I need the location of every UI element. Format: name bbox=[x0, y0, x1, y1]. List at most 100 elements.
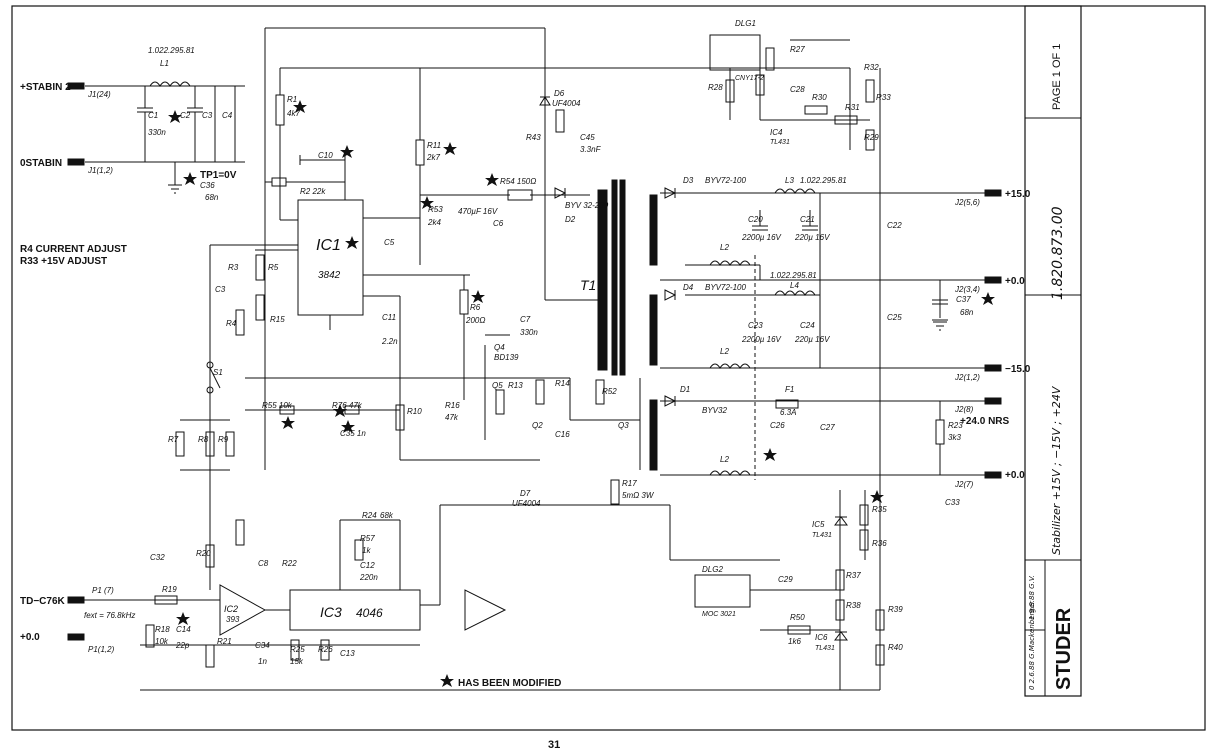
plus0b-label: +0.0 bbox=[1005, 470, 1025, 481]
ic4-label: IC4 bbox=[770, 128, 783, 137]
l2-label-2: L2 bbox=[720, 347, 729, 356]
r15-label: R15 bbox=[270, 315, 285, 324]
p1-12-label: P1(1,2) bbox=[88, 645, 115, 654]
d1-part: BYV32 bbox=[702, 406, 727, 415]
r2-label: R2 22k bbox=[300, 187, 326, 196]
c24-label: C24 bbox=[800, 321, 815, 330]
r23-label: R23 bbox=[948, 421, 963, 430]
zero-input-label: +0.0 bbox=[20, 632, 40, 643]
tp1-label: TP1=0V bbox=[200, 170, 237, 181]
r18-value: 10k bbox=[155, 637, 169, 646]
c16-label: C16 bbox=[555, 430, 570, 439]
r43-resistor bbox=[555, 109, 565, 133]
c24-value: 220µ 16V bbox=[794, 335, 830, 344]
r6-value: 200Ω bbox=[465, 316, 485, 325]
r43-label: R43 bbox=[526, 133, 541, 142]
r27-resistor bbox=[765, 47, 775, 71]
r17-value: 5mΩ 3W bbox=[622, 491, 655, 500]
p1-7-pin bbox=[67, 596, 85, 604]
d4-diode bbox=[664, 289, 677, 301]
r40-label: R40 bbox=[888, 643, 903, 652]
d1-label: D1 bbox=[680, 385, 690, 394]
dlg1-optocoupler bbox=[709, 34, 761, 71]
c37-value: 68n bbox=[960, 308, 974, 317]
c14-label: C14 bbox=[176, 625, 191, 634]
ic5-regulator bbox=[834, 516, 848, 526]
d3-diode bbox=[664, 187, 677, 199]
c11-value: 2.2n bbox=[381, 337, 398, 346]
c27-label: C27 bbox=[820, 423, 835, 432]
ic2-comparator bbox=[219, 584, 267, 636]
d1-diode bbox=[664, 395, 677, 407]
l3-label: L3 bbox=[785, 176, 794, 185]
p1-7-label: P1 (7) bbox=[92, 586, 114, 595]
r27-label: R27 bbox=[790, 45, 805, 54]
r57-label: R57 bbox=[360, 534, 375, 543]
plus15-label: +15.0 bbox=[1005, 189, 1031, 200]
r11-label: R11 bbox=[427, 141, 441, 150]
r20-label: R20 bbox=[196, 549, 211, 558]
r50-resistor bbox=[787, 625, 811, 635]
r4-resistor bbox=[235, 309, 245, 336]
r2-resistor bbox=[271, 177, 287, 187]
j1-24-label: J1(24) bbox=[87, 90, 111, 99]
c29-label: C29 bbox=[778, 575, 793, 584]
page-number: 31 bbox=[548, 739, 560, 751]
ground-symbol bbox=[168, 184, 182, 194]
r36-label: R36 bbox=[872, 539, 887, 548]
q3-label: Q3 bbox=[618, 421, 629, 430]
q4-label: Q4 bbox=[494, 343, 505, 352]
r19-resistor bbox=[154, 595, 178, 605]
modified-star-c36 bbox=[183, 172, 197, 185]
r30-label: R30 bbox=[812, 93, 827, 102]
r11-value: 2k7 bbox=[426, 153, 440, 162]
l1-label: L1 bbox=[160, 59, 169, 68]
c14-value: 22p bbox=[175, 641, 190, 650]
d4-label: D4 bbox=[683, 283, 694, 292]
dlg1-label: DLG1 bbox=[735, 19, 756, 28]
r16-value: 47k bbox=[445, 413, 459, 422]
ic1-part: 3842 bbox=[318, 270, 341, 281]
j2-56-label: J2(5,6) bbox=[954, 198, 980, 207]
dlg2-label: DLG2 bbox=[702, 565, 723, 574]
r23-value: 3k3 bbox=[948, 433, 961, 442]
r7-label: R7 bbox=[168, 435, 179, 444]
stabin2-label: +STABIN 2 bbox=[20, 82, 71, 93]
r22-label: R22 bbox=[282, 559, 297, 568]
r57-value: 1k bbox=[362, 546, 371, 555]
r10-resistor bbox=[395, 404, 405, 431]
c23-label: C23 bbox=[748, 321, 763, 330]
r32-label: R32 bbox=[864, 63, 879, 72]
ic4-part: TL431 bbox=[770, 139, 790, 146]
ic2-part: 393 bbox=[226, 615, 240, 624]
d7-part: UF4004 bbox=[512, 499, 541, 508]
modified-star-r76 bbox=[333, 404, 347, 417]
r25-resistor bbox=[290, 639, 300, 661]
c20-value: 2200µ 16V bbox=[741, 233, 782, 242]
r15-resistor bbox=[255, 294, 265, 321]
r3-label: R3 bbox=[228, 263, 239, 272]
drawing-description: Stabilizer +15V ; −15V ; +24V bbox=[1050, 385, 1063, 555]
c22-label: C22 bbox=[887, 221, 902, 230]
r52-label: R52 bbox=[602, 387, 617, 396]
adjust-note-2: R33 +15V ADJUST bbox=[20, 256, 107, 267]
r29-resistor bbox=[755, 74, 765, 96]
c10-label: C10 bbox=[318, 151, 333, 160]
r33-label: R33 bbox=[876, 93, 891, 102]
c25-label: C25 bbox=[887, 313, 902, 322]
r1-value: 4k7 bbox=[287, 109, 300, 118]
r37-label: R37 bbox=[846, 571, 861, 580]
r55-label: R55 10k bbox=[262, 401, 293, 410]
page-frame bbox=[11, 5, 1206, 731]
ic6-regulator bbox=[834, 631, 848, 641]
j2-34-label: J2(3,4) bbox=[954, 285, 980, 294]
d2-part: BYV 32-200 bbox=[565, 201, 609, 210]
r26-resistor bbox=[320, 639, 330, 661]
r11-resistor bbox=[415, 139, 425, 166]
legend-star-icon bbox=[440, 674, 454, 687]
modified-star-r11 bbox=[443, 142, 457, 155]
c12-value: 220n bbox=[359, 573, 378, 582]
c21-value: 220µ 16V bbox=[794, 233, 830, 242]
j2-12-label: J2(1,2) bbox=[954, 373, 980, 382]
